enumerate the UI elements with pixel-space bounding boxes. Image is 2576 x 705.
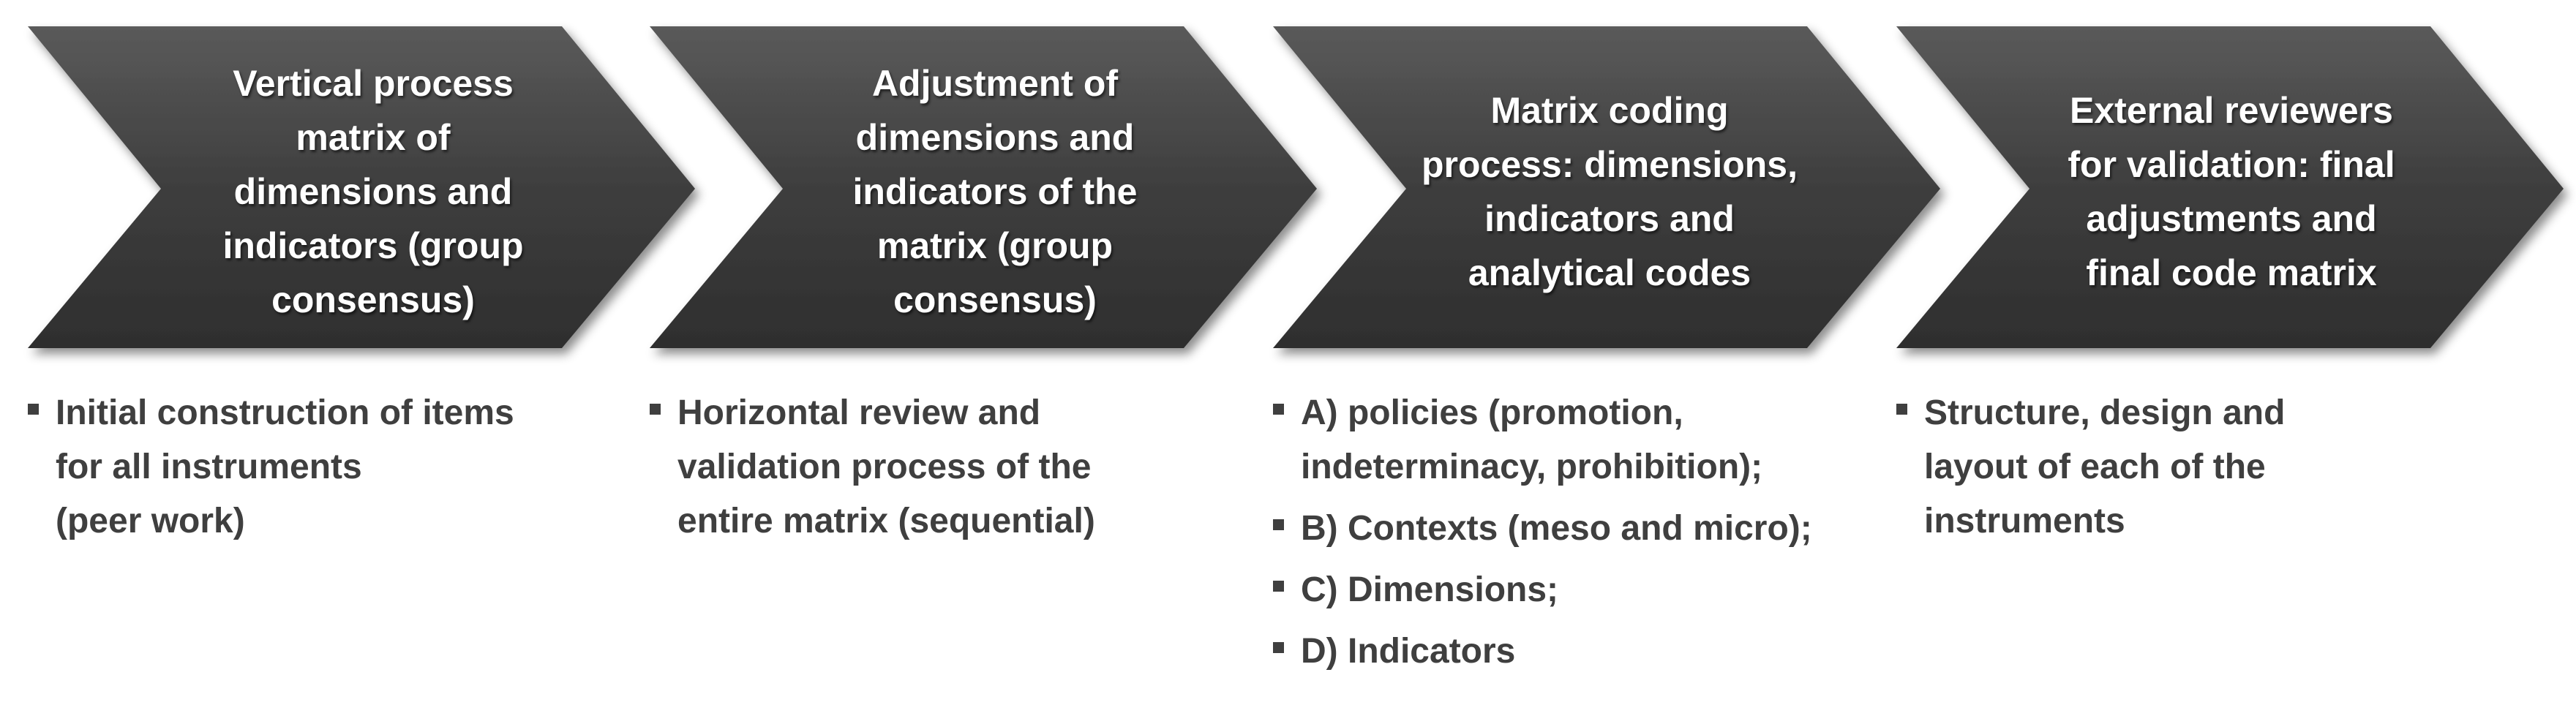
chevron-text-step-2: Adjustment of dimensions and indicators … xyxy=(852,63,1138,320)
square-bullet-icon xyxy=(650,404,661,415)
chevron-text-step-3: Matrix coding process: dimensions, indic… xyxy=(1421,90,1798,293)
square-bullet-icon xyxy=(28,404,39,415)
step-3-description: A) policies (promotion, indeterminacy, p… xyxy=(1273,386,1866,686)
square-bullet-icon xyxy=(1273,519,1284,530)
square-bullet-icon xyxy=(1896,404,1907,415)
step-2-description: Horizontal review and validation process… xyxy=(650,386,1242,556)
bullet-item: Horizontal review and validation process… xyxy=(650,386,1242,548)
square-bullet-icon xyxy=(1273,581,1284,592)
square-bullet-icon xyxy=(1273,642,1284,653)
bullet-item: Structure, design and layout of each of … xyxy=(1896,386,2489,548)
chevron-step-4 xyxy=(1896,26,2564,348)
step-1-description: Initial construction of items for all in… xyxy=(28,386,620,556)
chevron-text-step-1: Vertical process matrix of dimensions an… xyxy=(222,63,524,320)
process-arrows xyxy=(28,26,2564,348)
bullet-item: Initial construction of items for all in… xyxy=(28,386,620,548)
chevron-step-2 xyxy=(650,26,1317,348)
step-4-description: Structure, design and layout of each of … xyxy=(1896,386,2489,556)
bullet-item: D) Indicators xyxy=(1273,625,1866,679)
bullet-item: A) policies (promotion, indeterminacy, p… xyxy=(1273,386,1866,494)
bullet-item: C) Dimensions; xyxy=(1273,563,1866,617)
bullet-item: B) Contexts (meso and micro); xyxy=(1273,502,1866,556)
square-bullet-icon xyxy=(1273,404,1284,415)
chevron-text-step-4: External reviewers for validation: final… xyxy=(2068,90,2395,293)
chevron-step-3 xyxy=(1273,26,1940,348)
chevron-step-1 xyxy=(28,26,695,348)
